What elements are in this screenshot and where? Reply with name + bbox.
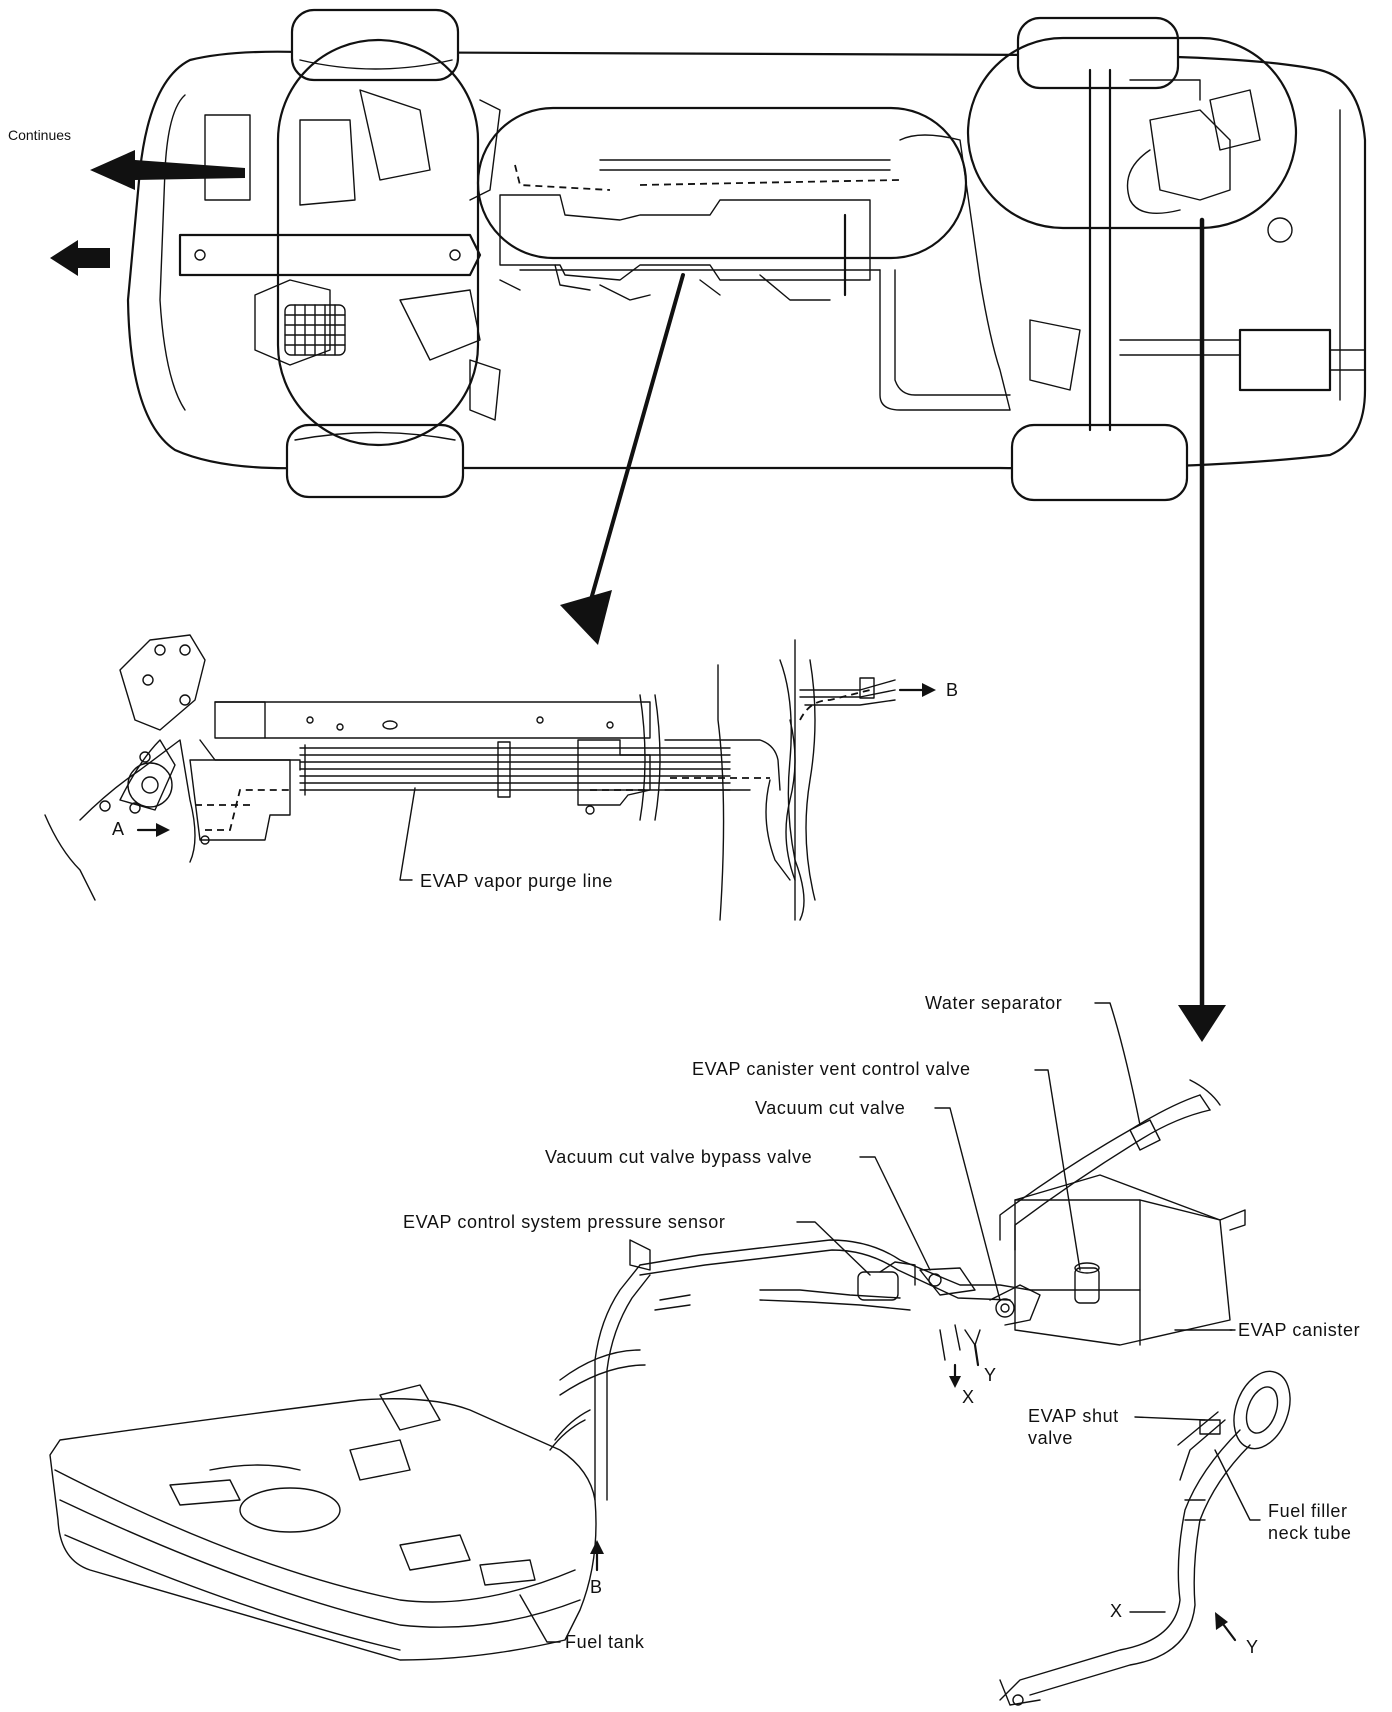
center-detail-callout [476,106,968,260]
center-tunnel [499,159,901,301]
water-separator-label: Water separator [925,993,1063,1013]
point-y-right-label: Y [1246,1637,1259,1657]
callout-arrow-center [560,273,685,645]
continues-label: Continues [8,127,72,143]
front-left-wheel [290,8,460,82]
rear-left-wheel [1016,16,1180,90]
point-b-top-label: B [946,680,959,700]
vacuum-cut-valve [989,1284,1041,1326]
vent-control-valve [1074,1262,1100,1304]
purge-line-leader [399,787,416,881]
front-detail-callout [276,38,480,447]
evap-canister-label: EVAP canister [1238,1320,1361,1340]
point-b-bottom-label: B [590,1577,603,1597]
evap-vapor-purge-line-label: EVAP vapor purge line [420,871,614,891]
front-right-wheel [285,423,465,499]
point-x-center-label: X [962,1387,975,1407]
point-a-arrow [136,823,170,837]
rear-right-wheel [1010,423,1189,502]
evap-system [49,1002,1291,1706]
point-a-label: A [112,819,125,839]
point-x-right-label: X [1110,1601,1123,1621]
fuel-filler-neck-tube-label: Fuel filler neck tube [1268,1501,1352,1543]
evap-shut-valve-label: EVAP shut valve [1028,1406,1119,1448]
point-y-center-label: Y [984,1365,997,1385]
continues-arrow [90,150,245,190]
grid-component [284,304,346,356]
rear-detail-callout [966,36,1298,230]
vehicle-underbody [50,8,1367,502]
rear-underbody [879,68,1366,432]
point-b-top-arrow [898,683,936,697]
pressure-sensor [857,1261,916,1301]
vacuum-cut-valve-bypass-valve-label: Vacuum cut valve bypass valve [545,1147,813,1167]
point-y-center-arrow [973,1343,980,1367]
point-x-center-arrow [949,1363,961,1388]
point-b-bottom-arrow [590,1540,604,1572]
forward-direction-arrow [50,240,110,276]
water-separator [999,1079,1221,1251]
fuel-tank [49,1384,597,1661]
evap-canister-vent-control-valve-label: EVAP canister vent control valve [692,1059,971,1079]
evap-canister [1014,1174,1246,1346]
callout-arrow-rear [1178,217,1226,1042]
fuel-tank-label: Fuel tank [565,1632,645,1652]
purge-line-detail [44,634,936,921]
bypass-valve [919,1267,976,1296]
point-y-right-arrow [1215,1612,1237,1642]
front-subframe [178,89,881,421]
evap-control-system-pressure-sensor-label: EVAP control system pressure sensor [403,1212,726,1232]
fuel-filler-neck [999,1370,1291,1706]
vacuum-cut-valve-label: Vacuum cut valve [755,1098,906,1118]
